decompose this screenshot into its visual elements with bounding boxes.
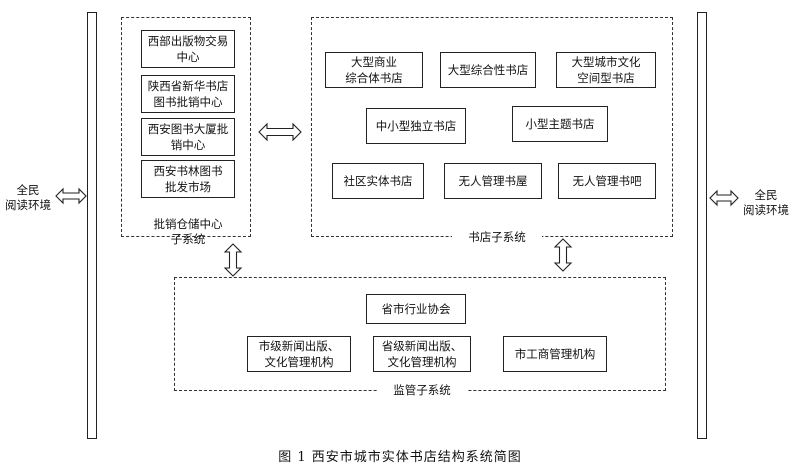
wholesale-item: 西安书林图书 批发市场 <box>141 160 235 198</box>
left-environment-bar <box>87 12 97 439</box>
bookstore-item: 大型综合性书店 <box>440 52 536 88</box>
wholesale-item: 西安图书大厦批 销中心 <box>141 118 235 156</box>
wholesale-item: 陕西省新华书店 图书批销中心 <box>141 75 235 113</box>
industry-association-box: 省市行业协会 <box>366 294 466 324</box>
double-arrow-icon <box>258 122 302 142</box>
supervision-item: 省级新闻出版、 文化管理机构 <box>373 336 471 372</box>
figure-caption: 图 1 西安市城市实体书店结构系统简图 <box>278 450 522 465</box>
wholesale-subsystem-container <box>121 17 251 237</box>
double-arrow-icon <box>709 189 739 207</box>
bookstore-subsystem-title: 书店子系统 <box>452 230 542 245</box>
bookstore-item: 中小型独立书店 <box>366 108 466 144</box>
right-environment-bar <box>697 12 707 439</box>
bookstore-item: 大型城市文化 空间型书店 <box>556 52 656 88</box>
supervision-item: 市工商管理机构 <box>503 336 607 372</box>
double-arrow-icon <box>223 243 243 277</box>
bookstore-item: 大型商业 综合体书店 <box>325 52 423 88</box>
right-environment-label: 全民 阅读环境 <box>743 188 789 217</box>
supervision-item: 市级新闻出版、 文化管理机构 <box>247 336 351 372</box>
wholesale-item: 西部出版物交易 中心 <box>141 30 235 68</box>
double-arrow-icon <box>553 238 573 272</box>
left-environment-label: 全民 阅读环境 <box>5 183 51 212</box>
double-arrow-icon <box>55 187 87 205</box>
wholesale-subsystem-title: 批销仓储中心 子系统 <box>153 217 223 246</box>
bookstore-item: 无人管理书吧 <box>558 163 656 199</box>
bookstore-item: 社区实体书店 <box>332 163 424 199</box>
bookstore-item: 无人管理书屋 <box>444 163 542 199</box>
bookstore-item: 小型主题书店 <box>512 106 608 142</box>
supervision-subsystem-title: 监管子系统 <box>377 383 467 398</box>
